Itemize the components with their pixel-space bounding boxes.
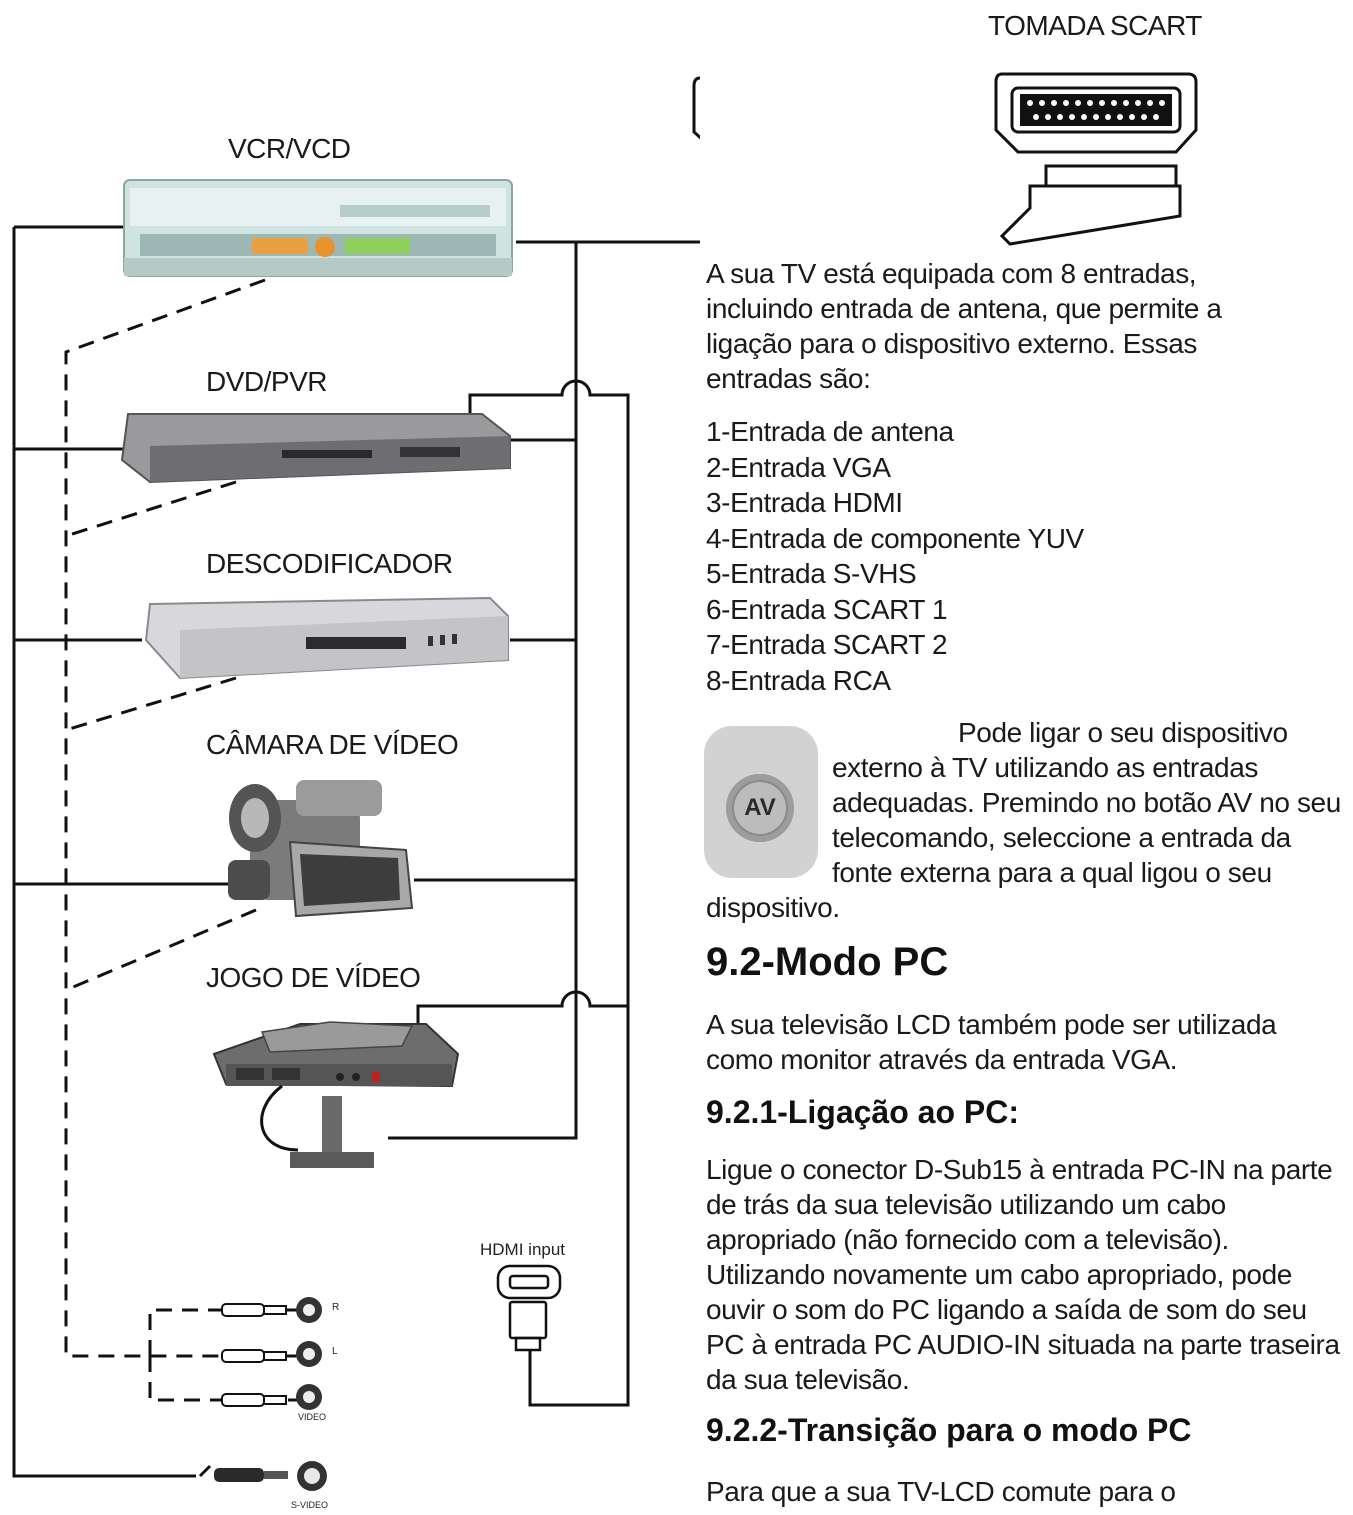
av-paragraph: Pode ligar o seu dispositivo externo à T…: [706, 715, 1346, 925]
scart-socket-icon: [692, 76, 700, 140]
list-item: 4-Entrada de componente YUV: [706, 522, 1084, 554]
av-button-icon: AV: [726, 774, 794, 842]
scart-connector-icon: [994, 72, 1198, 246]
vcr-device-icon: [123, 179, 513, 277]
list-item: 1-Entrada de antena: [706, 416, 954, 447]
pc-mode-heading: 9.2-Modo PC: [706, 940, 949, 984]
list-item: 2-Entrada VGA: [706, 451, 891, 483]
av-button-label: AV: [734, 782, 786, 834]
pc-mode-paragraph: A sua televisão LCD também pode ser util…: [706, 1009, 1277, 1075]
jack-svideo-label: S-VIDEO: [291, 1500, 329, 1510]
right-bus-wire: [468, 379, 630, 1407]
decoder-device-icon: [144, 596, 509, 680]
middle-bus-wire: [388, 242, 578, 1140]
jack-r-label: R: [332, 1302, 340, 1313]
pc-connection-heading: 9.2.1-Ligação ao PC:: [706, 1094, 1019, 1130]
list-item: 5-Entrada S-VHS: [706, 558, 917, 589]
vcr-label: VCR/VCD: [228, 133, 351, 164]
av-remote-illustration: AV: [704, 726, 818, 878]
svideo-plug-icon: [198, 1461, 327, 1491]
rca-jacks-icon: [296, 1297, 322, 1410]
connection-diagram: [12, 76, 700, 1491]
camcorder-device-icon: [228, 780, 414, 918]
rca-plugs-icon: [221, 1303, 287, 1407]
intro-paragraph: A sua TV está equipada com 8 entradas, i…: [706, 258, 1222, 394]
av-paragraph-text: Pode ligar o seu dispositivo externo à T…: [706, 717, 1341, 923]
pc-transition-heading: 9.2.2-Transição para o modo PC: [706, 1412, 1192, 1448]
game-console-icon: [212, 1021, 460, 1168]
list-item: 7-Entrada SCART 2: [706, 629, 948, 660]
jack-video-label: VIDEO: [298, 1412, 327, 1422]
dashed-video-wire: [64, 278, 298, 1358]
dvd-label: DVD/PVR: [206, 366, 327, 397]
game-label: JOGO DE VÍDEO: [206, 962, 421, 993]
left-bus-wire: [12, 227, 196, 1478]
decoder-label: DESCODIFICADOR: [206, 548, 453, 579]
hdmi-port-icon: [496, 1264, 562, 1352]
list-item: 8-Entrada RCA: [706, 664, 891, 696]
dvd-device-icon: [120, 413, 511, 484]
jack-l-label: L: [332, 1346, 338, 1357]
pc-connection-paragraph: Ligue o conector D-Sub15 à entrada PC-IN…: [706, 1154, 1340, 1395]
list-item: 3-Entrada HDMI: [706, 487, 903, 518]
inputs-list: 1-Entrada de antena 2-Entrada VGA 3-Entr…: [706, 414, 1084, 698]
camera-label: CÂMARA DE VÍDEO: [206, 729, 459, 760]
hdmi-input-label: HDMI input: [480, 1240, 566, 1259]
scart-label: TOMADA SCART: [988, 10, 1202, 41]
list-item: 6-Entrada SCART 1: [706, 593, 948, 625]
pc-transition-paragraph: Para que a sua TV-LCD comute para o: [706, 1476, 1176, 1507]
